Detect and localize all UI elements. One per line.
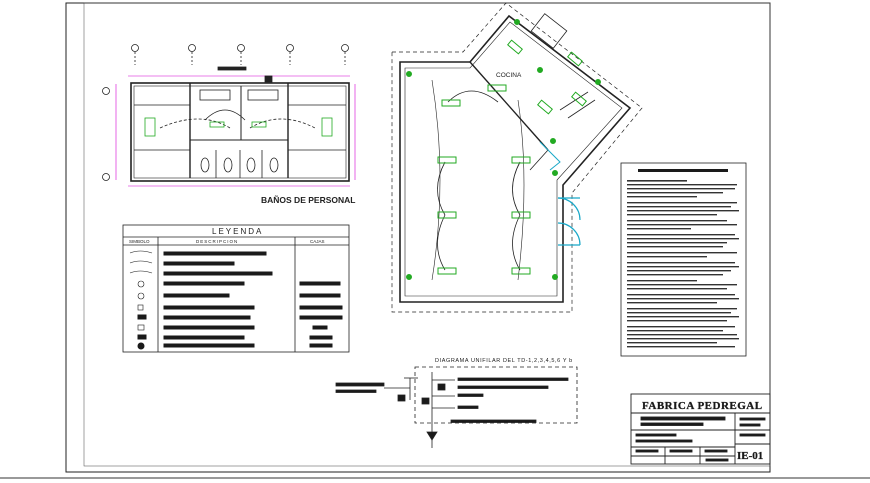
light-fixtures bbox=[406, 19, 601, 280]
banos-title: BAÑOS DE PERSONAL bbox=[261, 195, 355, 205]
hall-plan bbox=[391, 2, 643, 313]
legend-col-description: DESCRIPCION bbox=[196, 239, 238, 244]
legend-table bbox=[122, 224, 350, 353]
legend-col-symbol: SIMBOLO bbox=[129, 239, 150, 244]
dimension-lines bbox=[115, 75, 356, 187]
banos-plan bbox=[102, 44, 356, 187]
legend-col-cajas: CAJAS bbox=[310, 239, 325, 244]
sheet-inner-frame bbox=[83, 2, 771, 467]
cocina-label: COCINA bbox=[496, 72, 522, 79]
diagram-title: DIAGRAMA UNIFILAR DEL TD-1,2,3,4,5,6 Y b bbox=[435, 358, 573, 364]
sheet-code: IE-01 bbox=[737, 450, 763, 462]
company-name: FABRICA PEDREGAL bbox=[642, 400, 763, 412]
grid-axis-markers bbox=[102, 44, 349, 181]
notes-panel bbox=[620, 162, 747, 357]
title-block bbox=[630, 393, 771, 465]
legend-title: LEYENDA bbox=[212, 227, 263, 236]
single-line-diagram bbox=[335, 366, 578, 448]
legend-rows bbox=[129, 250, 343, 350]
